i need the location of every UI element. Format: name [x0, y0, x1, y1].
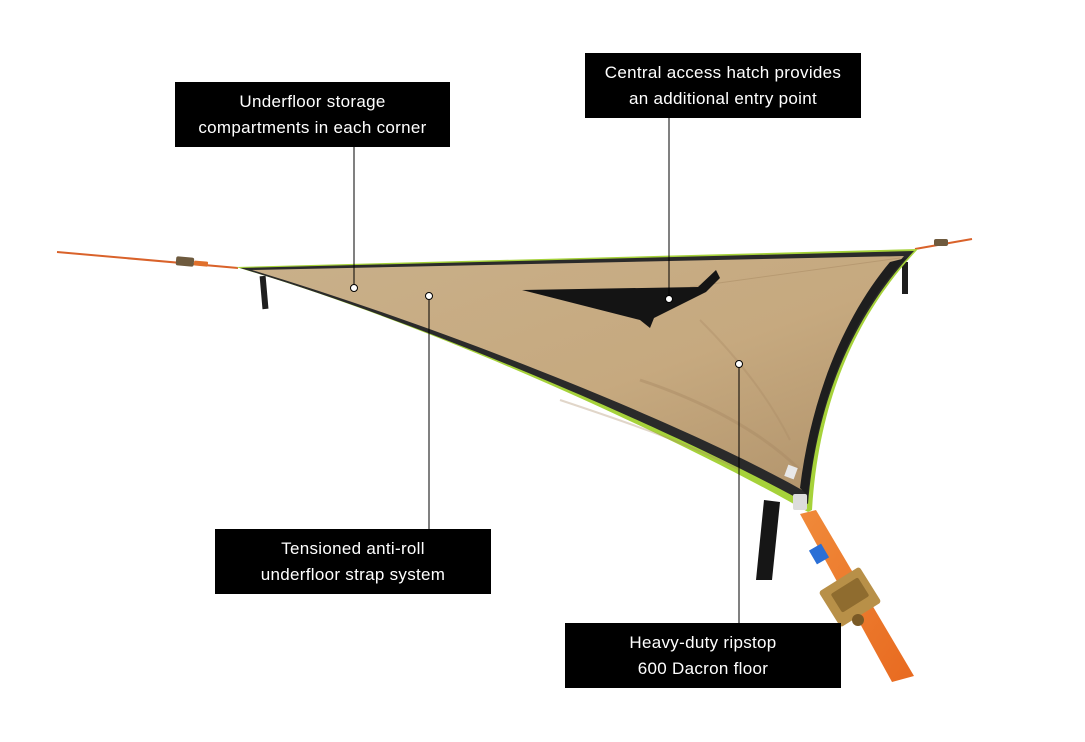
callout-line: underfloor strap system: [260, 564, 446, 584]
tent-floor: [236, 249, 918, 512]
callout-dot-hatch: [665, 295, 673, 303]
callout-line: 600 Dacron floor: [637, 658, 769, 678]
callout-line: an additional entry point: [628, 88, 818, 108]
callout-storage-compartments: Underfloor storage compartments in each …: [175, 82, 450, 147]
hatch-icon: [522, 270, 720, 328]
callout-dot-floor: [735, 360, 743, 368]
hanging-strap: [902, 262, 908, 294]
callout-line: compartments in each corner: [198, 117, 427, 137]
callout-line: Underfloor storage: [239, 91, 386, 111]
callout-anti-roll-strap: Tensioned anti-roll underfloor strap sys…: [215, 529, 491, 594]
ratchet-buckle-icon: [819, 567, 881, 627]
callout-line: Heavy-duty ripstop: [629, 632, 777, 652]
corner-buckle: [784, 464, 807, 510]
right-anchor-strap: [914, 238, 973, 250]
callout-line: Tensioned anti-roll: [281, 538, 425, 558]
callout-dot-strap: [425, 292, 433, 300]
left-anchor-strap: [56, 251, 239, 269]
callout-ripstop-floor: Heavy-duty ripstop 600 Dacron floor: [565, 623, 841, 688]
callout-line: Central access hatch provides: [604, 62, 842, 82]
hanging-strap: [259, 275, 269, 310]
callout-access-hatch: Central access hatch provides an additio…: [585, 53, 861, 118]
hanging-strap: [756, 500, 780, 580]
callout-dot-storage: [350, 284, 358, 292]
